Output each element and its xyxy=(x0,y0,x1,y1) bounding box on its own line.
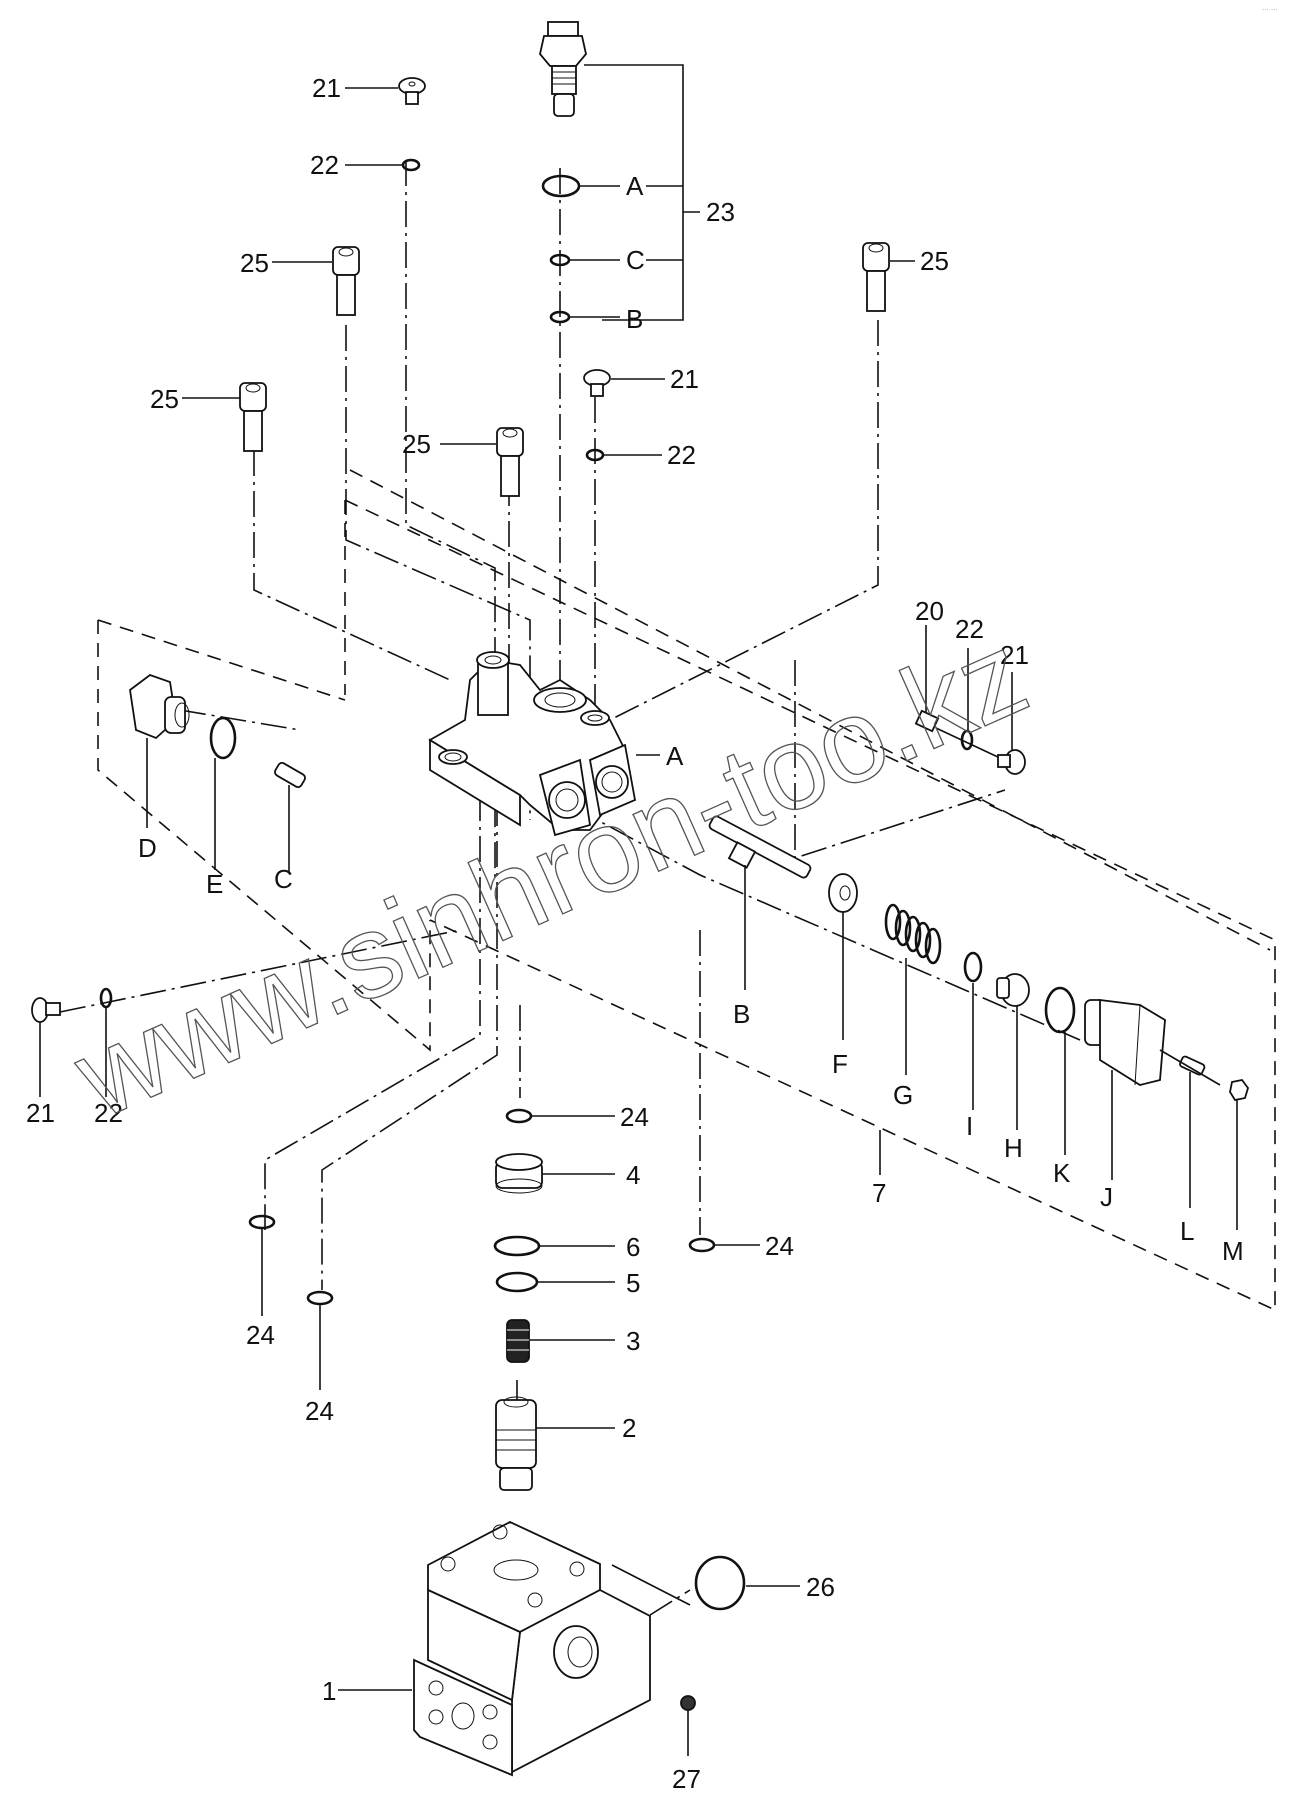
boundary-upper xyxy=(349,469,1271,951)
plug-4 xyxy=(495,1153,543,1194)
oring-23-A xyxy=(541,174,581,198)
callout-22: 22 xyxy=(94,1098,123,1128)
callout-24: 24 xyxy=(620,1102,649,1132)
plug-C xyxy=(274,762,306,788)
set-screw-L xyxy=(1179,1055,1206,1076)
plug-21-mid xyxy=(583,369,611,397)
valve-body-A xyxy=(428,651,637,837)
oring-23-B xyxy=(549,310,571,324)
callout-F: F xyxy=(832,1049,848,1079)
oring-K xyxy=(1044,986,1076,1034)
callout-24: 24 xyxy=(246,1320,275,1350)
callout-C: C xyxy=(274,864,293,894)
callout-G: G xyxy=(893,1080,913,1110)
callout-5: 5 xyxy=(626,1268,640,1298)
oring-24-center xyxy=(505,1108,533,1124)
callout-25: 25 xyxy=(920,246,949,276)
assembly-boundaries xyxy=(97,469,1276,1312)
boundary-left-top xyxy=(97,619,346,701)
callout-M: M xyxy=(1222,1236,1244,1266)
bolt-25-a xyxy=(332,246,360,316)
oring-I xyxy=(963,951,983,983)
callout-B: B xyxy=(733,999,750,1029)
callout-D: D xyxy=(138,833,157,863)
callout-22: 22 xyxy=(310,150,339,180)
callout-23-A: A xyxy=(626,171,644,201)
callout-23-C: C xyxy=(626,245,645,275)
callout-22: 22 xyxy=(955,614,984,644)
plug-27 xyxy=(680,1695,696,1711)
oring-5 xyxy=(495,1271,539,1293)
oring-24-right xyxy=(688,1237,716,1253)
plug-21-top xyxy=(398,77,426,105)
boundary-left xyxy=(97,620,431,1052)
callout-H: H xyxy=(1004,1133,1023,1163)
oring-24-left-a xyxy=(248,1214,276,1230)
oring-22-top xyxy=(401,158,421,172)
bolt-25-b xyxy=(862,242,890,312)
washer-F xyxy=(828,873,858,913)
plug-21-right xyxy=(997,749,1026,775)
callout-2: 2 xyxy=(622,1413,636,1443)
oring-26 xyxy=(694,1555,746,1611)
corner-mark: ... ... xyxy=(1262,3,1278,12)
spring-3 xyxy=(506,1319,530,1363)
callout-I: I xyxy=(966,1111,973,1141)
bolt-25-c xyxy=(239,382,267,452)
spool-2 xyxy=(495,1396,537,1491)
oring-23-C xyxy=(549,253,571,267)
callout-25: 25 xyxy=(150,384,179,414)
backup-ring-6 xyxy=(493,1235,541,1257)
callout-A: A xyxy=(666,741,684,771)
nut-M xyxy=(1229,1079,1249,1102)
callout-4: 4 xyxy=(626,1160,640,1190)
callout-20: 20 xyxy=(915,596,944,626)
callout-7: 7 xyxy=(872,1178,886,1208)
spring-G xyxy=(884,903,942,965)
callout-21: 21 xyxy=(312,73,341,103)
cap-J xyxy=(1084,998,1166,1086)
callout-L: L xyxy=(1180,1216,1194,1246)
adjust-screw-B xyxy=(708,815,812,879)
valve-body-1 xyxy=(413,1520,651,1777)
callout-21: 21 xyxy=(670,364,699,394)
callout-27: 27 xyxy=(672,1764,701,1794)
plug-21-left xyxy=(31,997,61,1023)
set-screw-20 xyxy=(914,709,940,733)
callout-21: 21 xyxy=(1000,640,1029,670)
callout-24: 24 xyxy=(765,1231,794,1261)
callout-1: 1 xyxy=(322,1676,336,1706)
boundary-7 xyxy=(344,499,1276,1312)
bolt-25-d xyxy=(496,427,524,497)
callout-E: E xyxy=(206,869,223,899)
relief-valve-23 xyxy=(539,21,587,117)
callout-25: 25 xyxy=(402,429,431,459)
oring-24-left-b xyxy=(306,1290,334,1306)
callout-25: 25 xyxy=(240,248,269,278)
callout-24: 24 xyxy=(305,1396,334,1426)
callout-J: J xyxy=(1100,1182,1113,1212)
plug-D xyxy=(129,673,190,740)
callout-21: 21 xyxy=(26,1098,55,1128)
callout-K: K xyxy=(1053,1158,1071,1188)
oring-22-mid xyxy=(585,448,605,462)
callout-26: 26 xyxy=(806,1572,835,1602)
callout-3: 3 xyxy=(626,1326,640,1356)
oring-E xyxy=(209,716,237,760)
callout-22: 22 xyxy=(667,440,696,470)
callout-23: 23 xyxy=(706,197,735,227)
callout-6: 6 xyxy=(626,1232,640,1262)
callout-23-B: B xyxy=(626,304,643,334)
piston-H xyxy=(996,973,1030,1007)
